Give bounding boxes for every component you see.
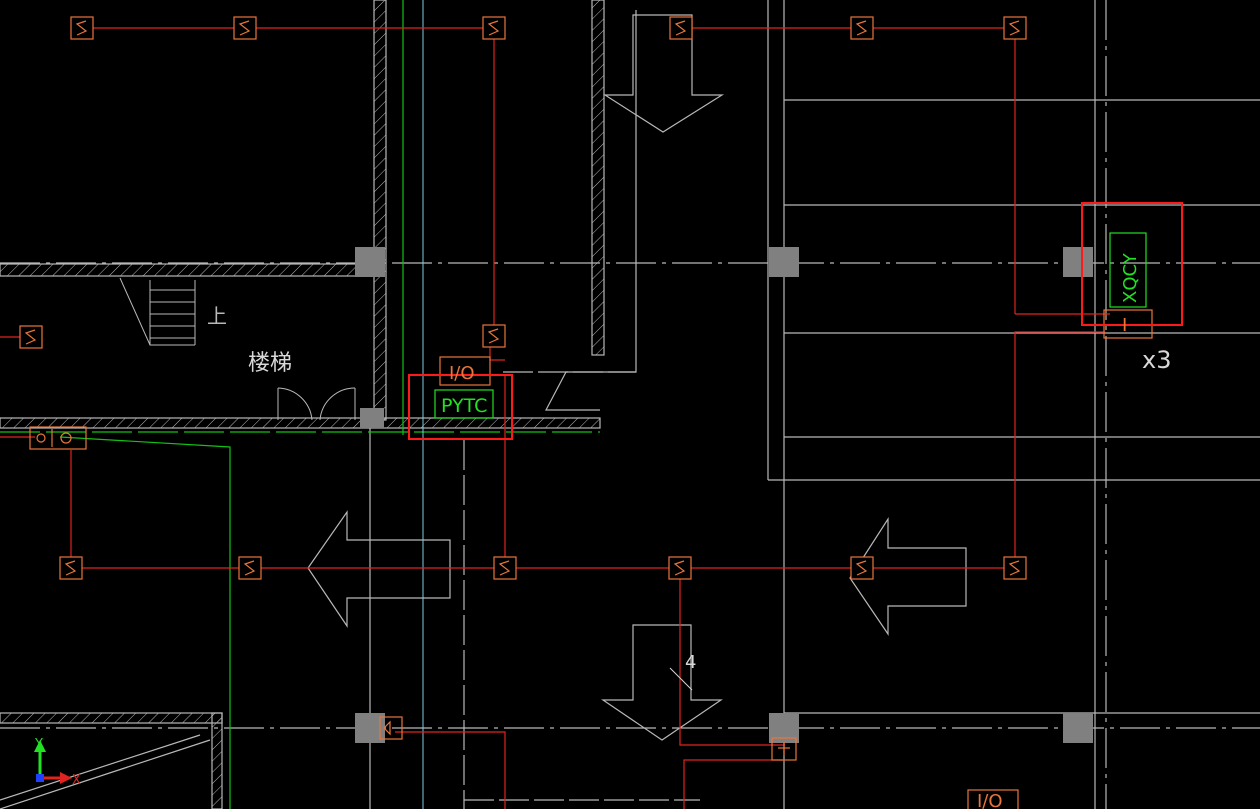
stair-room-label: 楼梯: [248, 351, 292, 376]
smoke-detector-icon[interactable]: [668, 556, 692, 580]
hydrant-icon: [771, 737, 797, 761]
io-box-label: I/O: [449, 363, 475, 384]
pytc-highlight-box: [408, 374, 513, 440]
tag-boxes: [434, 232, 1147, 419]
pytc-tag-box: [434, 389, 494, 419]
misc-devices: [29, 309, 1153, 809]
airflow-arrow-icon: [849, 516, 967, 636]
manual-call-point-icon: [29, 426, 87, 450]
airflow-arrow-icon: [307, 510, 451, 628]
structural-column-icon: [360, 408, 384, 428]
structural-column-icon: [355, 247, 385, 277]
module-i-label: I: [1122, 315, 1127, 336]
fire-alarm-wiring: [0, 27, 1110, 809]
io-box-label-bottom: I/O: [977, 791, 1003, 809]
multiplier-label: x3: [1142, 346, 1171, 374]
smoke-detector-icon[interactable]: [19, 325, 43, 349]
pytc-tag-label[interactable]: PYTC: [441, 395, 487, 417]
smoke-detector-icon[interactable]: [669, 16, 693, 40]
smoke-detector-icon[interactable]: [233, 16, 257, 40]
highlight-boxes[interactable]: [408, 202, 1183, 440]
door-swing: [277, 387, 356, 421]
green-lines: [0, 0, 600, 809]
smoke-detector-icon[interactable]: [482, 324, 506, 348]
airflow-arrows: [307, 14, 967, 741]
xqcy-tag-label[interactable]: XQCY: [1120, 252, 1141, 303]
smoke-detector-icon[interactable]: [850, 16, 874, 40]
smoke-detector-icon[interactable]: [70, 16, 94, 40]
smoke-detector-icon[interactable]: [59, 556, 83, 580]
xqcy-tag-box: [1109, 232, 1147, 308]
io-module-box: [967, 789, 1019, 809]
airflow-arrow-icon: [601, 624, 723, 741]
io-module-box: [439, 356, 491, 386]
smoke-detector-icon[interactable]: [1003, 556, 1027, 580]
smoke-detector-icon[interactable]: [493, 556, 517, 580]
structural-column-icon: [1063, 713, 1093, 743]
smoke-detector-icon[interactable]: [238, 556, 262, 580]
smoke-detector-icon[interactable]: [850, 556, 874, 580]
dimension-tick: [669, 667, 693, 691]
structural-columns: [355, 247, 1093, 743]
ucs-axis-icon: Y X: [34, 737, 81, 788]
speaker-icon: [379, 716, 403, 740]
stair-up-label: 上: [207, 304, 227, 328]
airflow-arrow-icon: [602, 14, 725, 133]
ucs-x-label: X: [72, 773, 81, 788]
smoke-detector-icon[interactable]: [482, 16, 506, 40]
structural-column-icon: [769, 247, 799, 277]
structural-column-icon: [1063, 247, 1093, 277]
stair-symbol: [119, 277, 196, 346]
xqcy-highlight-box: [1081, 202, 1183, 326]
smoke-detector-icon[interactable]: [1003, 16, 1027, 40]
ucs-y-label: Y: [34, 737, 43, 752]
dimension-label: 4: [685, 652, 696, 673]
smoke-detectors[interactable]: [19, 16, 1027, 580]
